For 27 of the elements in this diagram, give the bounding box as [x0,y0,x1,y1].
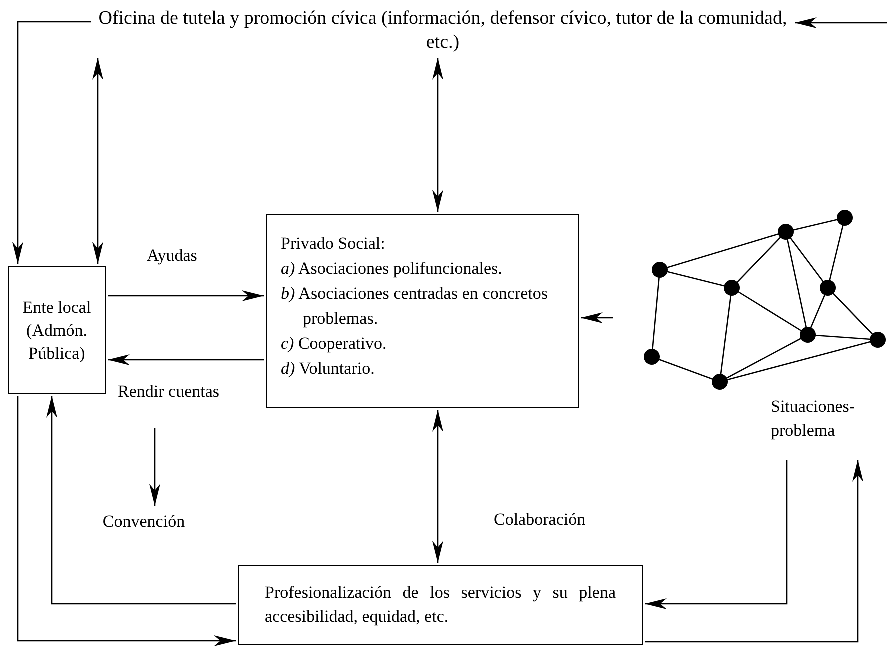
list-item: b) Asociaciones centradas en concretos problemas. [281,283,548,330]
arrow [432,410,444,563]
arrow [46,396,236,605]
note-text: Convención [102,511,186,533]
box-text: Ente local (Admón. Pública) [22,296,92,364]
arrow [92,58,104,264]
box-text: Profesionalización de los servicios y su plena accesibilidad, equidad, etc. [265,582,616,628]
arrow [17,396,236,646]
process-box [266,214,579,408]
arrow [12,21,91,264]
process-box [238,565,643,645]
arrow [150,428,160,506]
arrow [108,290,264,302]
arrow [432,58,444,212]
list-item: d) Voluntario. [281,358,376,380]
heading-text: Privado Social: [281,233,386,255]
edge-label: Ayudas [145,246,200,266]
list-item: c) Cooperativo. [281,333,388,355]
caption-text: Situaciones-problema [771,396,856,442]
process-box [8,266,106,394]
heading-text: Oficina de tutela y promoción cívica (información, defensor cívico, tutor de la comunidad, etc.) [98,7,788,55]
list-item: a) Asociaciones polifuncionales. [281,258,504,280]
arrow [795,18,887,28]
arrow [581,312,613,324]
arrow [108,354,264,366]
arrow [645,460,788,610]
arrow [645,460,864,643]
